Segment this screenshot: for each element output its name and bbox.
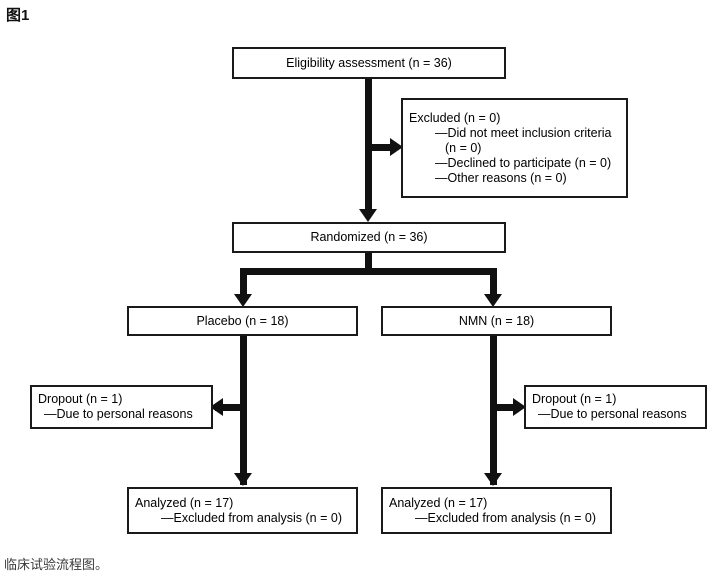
figure-label: 图1 — [6, 7, 30, 24]
connector-placebo-to-analyzed — [240, 335, 247, 485]
node-analyzed-placebo-line-1: Analyzed (n = 17) — [135, 495, 234, 510]
node-randomized[interactable]: Randomized (n = 36) — [232, 222, 506, 253]
node-dropout-placebo-line-1: Dropout (n = 1) — [38, 392, 123, 406]
node-excluded-line-5: —Other reasons (n = 0) — [435, 170, 567, 185]
connector-randomized-to-placebo — [240, 268, 247, 296]
node-nmn-line-1: NMN (n = 18) — [458, 313, 535, 328]
arrowhead-analyzed-placebo — [234, 473, 252, 486]
connector-placebo-to-dropout — [215, 404, 243, 411]
node-dropout-nmn[interactable]: Dropout (n = 1) —Due to personal reasons — [524, 385, 707, 429]
node-analyzed-nmn[interactable]: Analyzed (n = 17) —Excluded from analysi… — [381, 487, 612, 534]
node-analyzed-placebo[interactable]: Analyzed (n = 17) —Excluded from analysi… — [127, 487, 358, 534]
node-placebo-line-1: Placebo (n = 18) — [196, 313, 289, 328]
node-dropout-placebo-line-2: —Due to personal reasons — [44, 407, 193, 421]
arrowhead-analyzed-nmn — [484, 473, 502, 486]
connector-eligibility-to-excluded — [365, 144, 397, 151]
node-excluded-line-2: —Did not meet inclusion criteria — [435, 125, 612, 140]
node-excluded-line-4: —Declined to participate (n = 0) — [435, 155, 612, 170]
node-randomized-line-1: Randomized (n = 36) — [310, 230, 428, 244]
node-analyzed-nmn-line-2: —Excluded from analysis (n = 0) — [415, 510, 596, 525]
connector-randomized-to-nmn — [490, 268, 497, 296]
arrowhead-dropout-placebo — [210, 398, 223, 416]
connector-randomized-split-bar — [240, 268, 497, 275]
node-nmn[interactable]: NMN (n = 18) — [381, 306, 612, 336]
connector-nmn-to-analyzed — [490, 335, 497, 485]
arrowhead-randomized — [359, 209, 377, 222]
node-placebo[interactable]: Placebo (n = 18) — [127, 306, 358, 336]
arrowhead-dropout-nmn — [513, 398, 526, 416]
node-excluded[interactable]: Excluded (n = 0) —Did not meet inclusion… — [401, 98, 628, 198]
connector-nmn-to-dropout — [494, 404, 520, 411]
arrowhead-excluded — [390, 138, 403, 156]
node-analyzed-placebo-line-2: —Excluded from analysis (n = 0) — [161, 510, 342, 525]
node-dropout-placebo[interactable]: Dropout (n = 1) —Due to personal reasons — [30, 385, 213, 429]
node-analyzed-nmn-line-1: Analyzed (n = 17) — [389, 495, 488, 510]
figure-caption: 临床试验流程图。 — [4, 557, 109, 572]
node-dropout-nmn-line-2: —Due to personal reasons — [538, 407, 687, 421]
node-dropout-nmn-line-1: Dropout (n = 1) — [532, 392, 617, 406]
node-eligibility-line-1: Eligibility assessment (n = 36) — [286, 55, 452, 70]
connector-randomized-stem — [365, 252, 372, 274]
arrowhead-placebo — [234, 294, 252, 307]
node-excluded-line-1: Excluded (n = 0) — [409, 110, 501, 125]
node-excluded-line-3: (n = 0) — [445, 140, 482, 155]
node-eligibility-assessment[interactable]: Eligibility assessment (n = 36) — [232, 47, 506, 79]
arrowhead-nmn — [484, 294, 502, 307]
